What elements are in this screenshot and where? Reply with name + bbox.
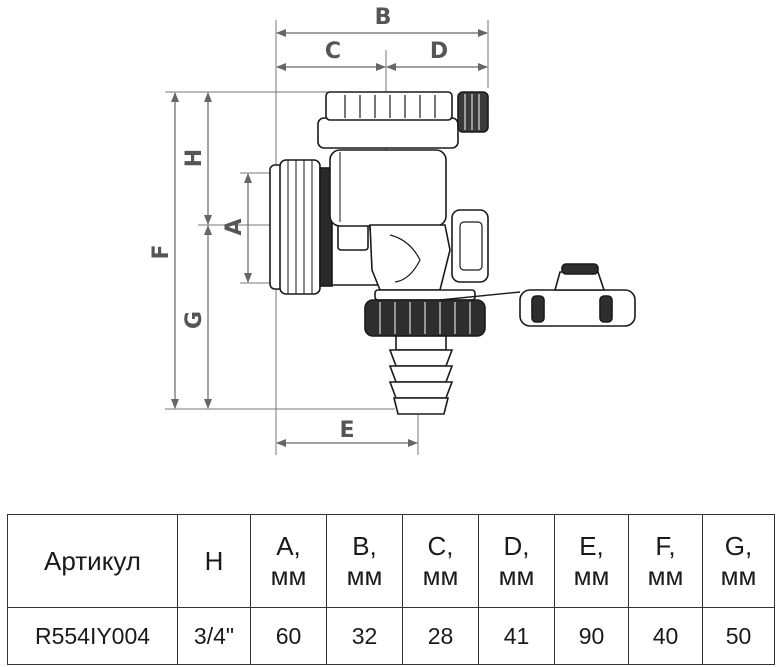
table-header-row: Артикул H A,мм B,мм C,мм D,мм E,мм F,мм … [7, 514, 775, 608]
top-chamber [329, 149, 447, 227]
dimension-lines [171, 29, 488, 447]
cell-d: 41 [478, 607, 555, 665]
side-nut [451, 209, 489, 283]
header-cell: B,мм [326, 514, 403, 608]
cell-article: R554IY004 [7, 607, 178, 665]
dim-label-d: D [430, 39, 448, 64]
table-row: R554IY004 3/4" 60 32 28 41 90 40 50 [7, 607, 775, 665]
cell-f: 40 [628, 607, 703, 665]
dim-label-h: H [182, 149, 207, 167]
header-cell: D,мм [478, 514, 555, 608]
hose-barb [388, 335, 454, 415]
side-knob [457, 91, 489, 133]
dim-label-g: G [182, 311, 207, 329]
dim-label-c: C [325, 39, 341, 64]
cell-e: 90 [554, 607, 629, 665]
cell-h: 3/4" [177, 607, 251, 665]
header-cell: F,мм [628, 514, 703, 608]
header-cell: H [177, 514, 251, 608]
cell-b: 32 [326, 607, 403, 665]
header-cell: A,мм [250, 514, 327, 608]
header-cell: G,мм [702, 514, 775, 608]
spec-table: Артикул H A,мм B,мм C,мм D,мм E,мм F,мм … [7, 514, 775, 665]
valve-illustration [269, 91, 636, 415]
cell-a: 60 [250, 607, 327, 665]
cell-c: 28 [402, 607, 479, 665]
dim-label-a: A [222, 218, 247, 235]
header-cell: C,мм [402, 514, 479, 608]
header-cell: Артикул [7, 514, 178, 608]
dim-label-b: B [375, 5, 392, 30]
cell-g: 50 [702, 607, 775, 665]
valve-technical-drawing: B C D E F H G A [149, 5, 636, 455]
dim-label-e: E [339, 418, 354, 443]
header-cell: E,мм [554, 514, 629, 608]
dim-label-f: F [149, 244, 174, 259]
